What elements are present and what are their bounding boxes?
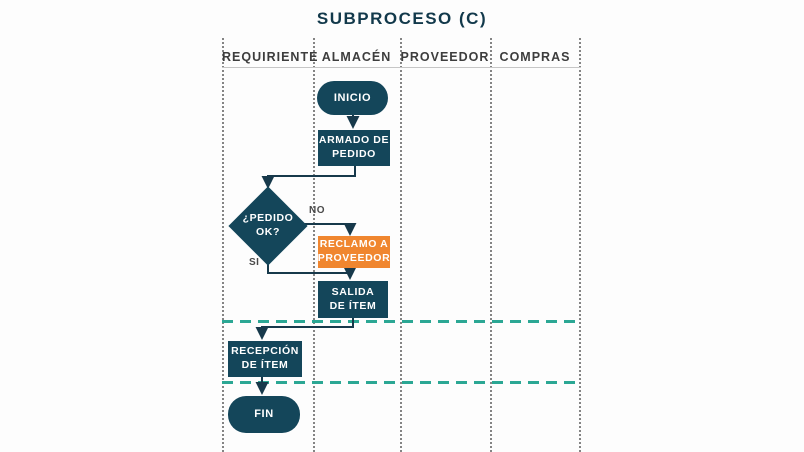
lane-divider	[222, 38, 224, 452]
node-reclamo-a-proveedor: RECLAMO A PROVEEDOR	[318, 236, 390, 268]
edge-label-si: SI	[249, 257, 260, 268]
lane-label-almacen: ALMACÉN	[321, 50, 392, 64]
node-decision-pedido-ok: ¿PEDIDO OK?	[242, 212, 294, 238]
node-inicio: INICIO	[317, 81, 388, 115]
edge-armado-decision	[261, 166, 356, 189]
edge-decision-no-reclamo	[304, 222, 357, 236]
node-fin: FIN	[228, 396, 300, 433]
lane-label-compras: COMPRAS	[499, 50, 571, 64]
lane-divider	[490, 38, 492, 452]
lane-divider	[313, 38, 315, 452]
phase-divider-1	[222, 320, 581, 323]
lane-divider	[400, 38, 402, 452]
lane-label-proveedor: PROVEEDOR	[400, 50, 490, 64]
phase-divider-2	[222, 381, 581, 384]
edge-label-no: NO	[309, 205, 325, 216]
lane-divider	[579, 38, 581, 452]
diagram-title: SUBPROCESO (C)	[316, 9, 488, 28]
lane-label-requiriente: REQUIRIENTE	[222, 50, 319, 64]
node-armado-de-pedido: ARMADO DE PEDIDO	[318, 130, 390, 166]
node-salida-de-item: SALIDA DE ÍTEM	[318, 281, 388, 318]
node-recepcion-de-item: RECEPCIÓN DE ÍTEM	[228, 341, 302, 377]
header-underline	[222, 67, 581, 68]
